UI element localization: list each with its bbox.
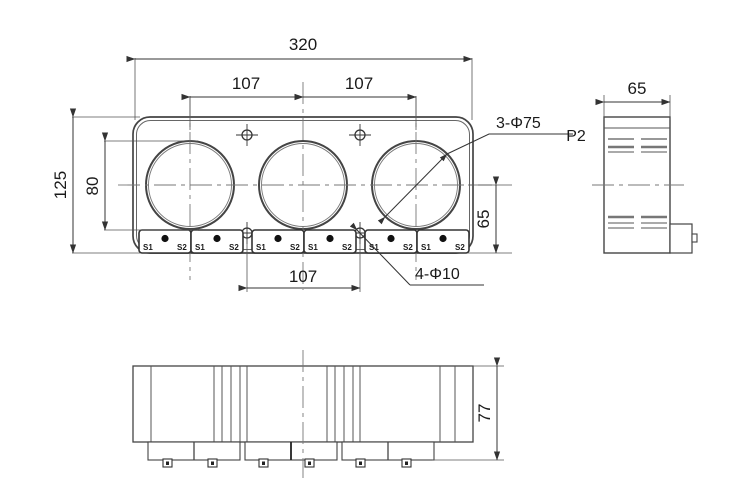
terminal-label-s2: S2 bbox=[403, 243, 413, 252]
dimension-label-320: 320 bbox=[289, 35, 317, 54]
terminal-label-s2: S2 bbox=[229, 243, 239, 252]
callout-window-bore: 3-Φ75 bbox=[377, 115, 573, 225]
terminal-screw-icon bbox=[439, 234, 447, 243]
terminal-label-s1: S1 bbox=[143, 243, 153, 252]
callout-bore-leader bbox=[446, 133, 573, 155]
terminal-label-s2: S2 bbox=[177, 243, 187, 252]
dimension-bottom-height: 77 bbox=[432, 357, 504, 461]
front-view-group: S1 S2 S1 S2 S1 S2 S1 S2 bbox=[51, 35, 573, 292]
terminal-label-s2: S2 bbox=[342, 243, 352, 252]
terminal-block: S1 S2 bbox=[138, 229, 192, 254]
terminal-block: S1 S2 bbox=[364, 229, 418, 254]
terminal-label-s1: S1 bbox=[308, 243, 318, 252]
bottom-module-1-lines bbox=[150, 366, 241, 442]
terminal-label-s1: S1 bbox=[421, 243, 431, 252]
dimension-overall-width: 320 bbox=[126, 35, 473, 120]
dimension-side-depth: 65 bbox=[595, 79, 671, 120]
dimension-right-height: 65 bbox=[468, 176, 512, 254]
dimension-window-height: 80 bbox=[83, 132, 198, 231]
terminal-label-s1: S1 bbox=[195, 243, 205, 252]
side-terminal-tab bbox=[669, 223, 698, 254]
terminal-screw-icon bbox=[274, 234, 282, 243]
terminal-screw-icon bbox=[213, 234, 221, 243]
callout-hole-leader bbox=[349, 222, 411, 286]
terminal-label-s2: S2 bbox=[290, 243, 300, 252]
dimension-label-80: 80 bbox=[83, 177, 102, 196]
callout-bore-diameter-line bbox=[377, 153, 448, 225]
dimension-overall-height: 125 bbox=[51, 108, 140, 254]
callout-label-4-phi-10: 4-Φ10 bbox=[415, 266, 460, 283]
dimension-pitch-top: 107 107 bbox=[181, 74, 417, 130]
bottom-module-3-lines bbox=[359, 366, 456, 442]
bottom-view-group: 77 bbox=[132, 350, 504, 478]
terminal-block: S1 S2 bbox=[416, 229, 470, 254]
side-terminal-stud bbox=[691, 233, 698, 243]
side-band-group-lower bbox=[608, 215, 667, 229]
side-band-group-upper bbox=[608, 138, 667, 153]
terminal-label-s2: S2 bbox=[455, 243, 465, 252]
mounting-hole-top-left bbox=[236, 124, 258, 146]
dimension-label-107-right: 107 bbox=[345, 74, 373, 93]
dimension-label-65-side: 65 bbox=[628, 79, 647, 98]
callout-label-3-phi-75: 3-Φ75 bbox=[496, 115, 541, 132]
dimension-pitch-bottom: 107 bbox=[238, 240, 361, 292]
terminal-block: S1 S2 bbox=[303, 229, 357, 254]
callout-mounting-hole: 4-Φ10 bbox=[349, 222, 484, 286]
bottom-stud-group bbox=[162, 458, 412, 468]
terminal-block-row: S1 S2 S1 S2 S1 S2 S1 S2 bbox=[138, 229, 470, 254]
bottom-module-2-lines bbox=[246, 366, 354, 442]
terminal-screw-icon bbox=[387, 234, 395, 243]
dimension-label-65-front: 65 bbox=[474, 210, 493, 229]
terminal-block: S1 S2 bbox=[251, 229, 305, 254]
dimension-label-107-left: 107 bbox=[232, 74, 260, 93]
mounting-hole-top-right bbox=[349, 124, 371, 146]
side-view-label-p2: P2 bbox=[566, 128, 586, 145]
bottom-foot-group bbox=[147, 441, 435, 461]
terminal-screw-icon bbox=[326, 234, 334, 243]
dimension-label-77: 77 bbox=[475, 404, 494, 423]
terminal-label-s1: S1 bbox=[256, 243, 266, 252]
terminal-screw-icon bbox=[161, 234, 169, 243]
dimension-label-107-bottom: 107 bbox=[289, 267, 317, 286]
side-view-group: 65 P2 bbox=[566, 79, 698, 254]
terminal-block: S1 S2 bbox=[190, 229, 244, 254]
dimension-label-125: 125 bbox=[51, 171, 70, 199]
